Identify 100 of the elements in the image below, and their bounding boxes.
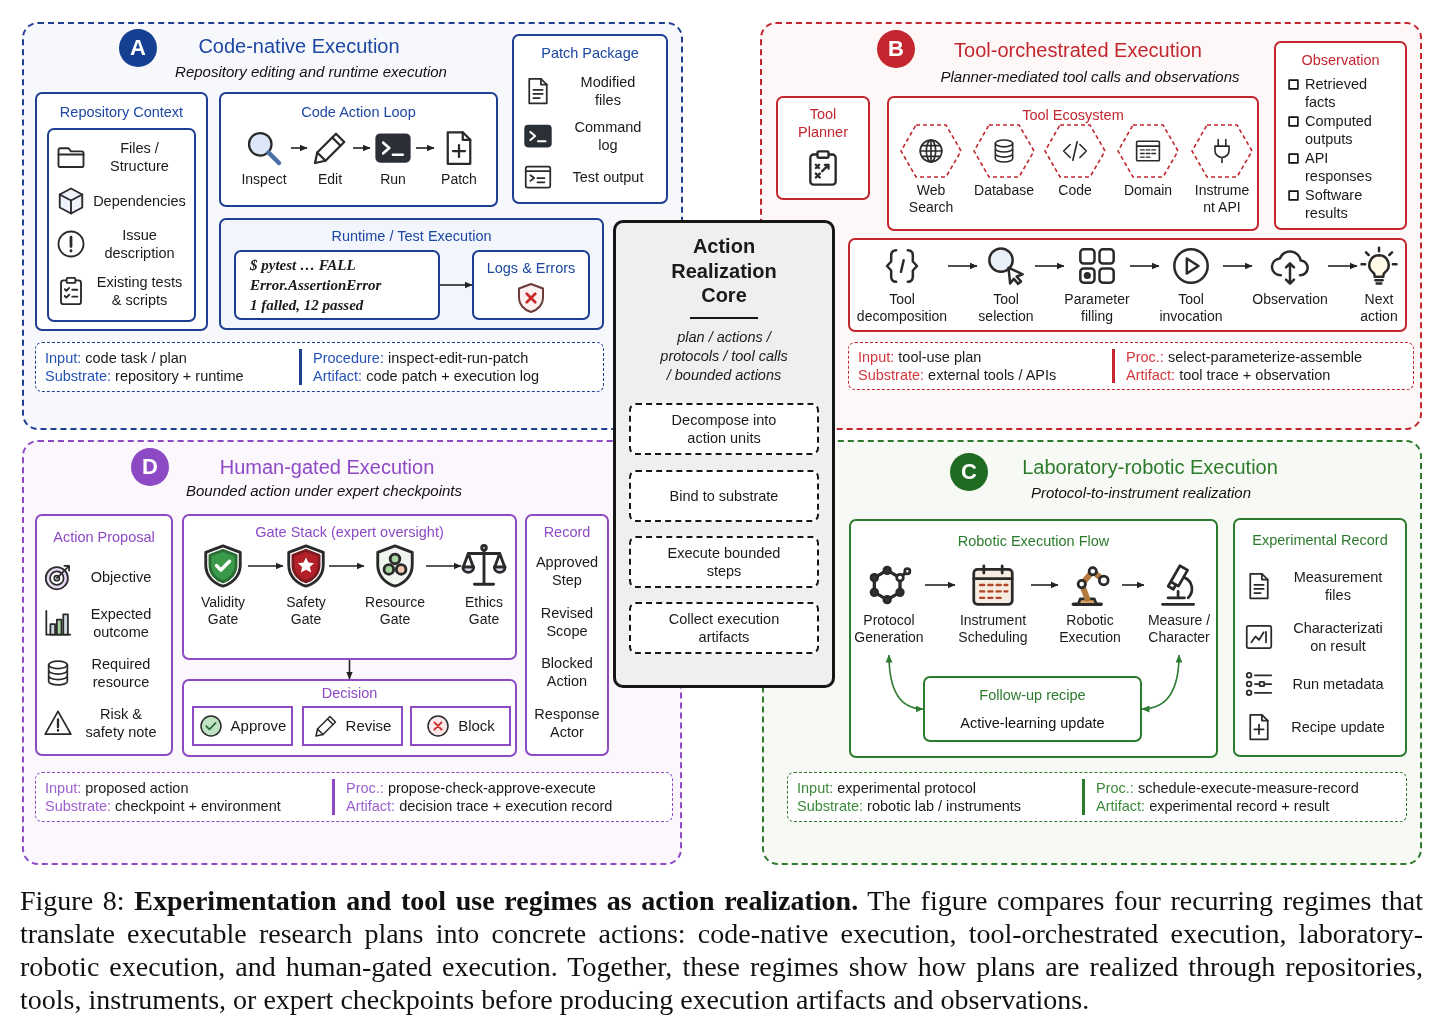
section-heading: Decision (321, 684, 378, 702)
arrow (328, 562, 365, 570)
arrow (415, 144, 435, 152)
summary-line: Proc.: select-parameterize-assemble (1126, 348, 1363, 366)
tool-label: Code (1058, 182, 1092, 199)
tool-label: Instrume nt API (1193, 182, 1251, 216)
step-label: Ethics Gate (463, 594, 505, 628)
summary-box (35, 772, 673, 822)
option-label: Revise (345, 717, 392, 735)
section-heading: Gate Stack (expert oversight) (255, 523, 444, 541)
arrow (1129, 262, 1160, 270)
core-subtitle: plan / actions / protocols / tool calls / bounded actions (659, 328, 789, 385)
list-item-label: Blocked Action (540, 654, 594, 691)
list-item-label: Objective (90, 568, 152, 586)
section-heading: Record (543, 523, 591, 541)
step-label: Robotic Execution (1058, 612, 1122, 646)
panel-subtitle: Bounded action under expert checkpoints (186, 482, 462, 500)
section-box (219, 92, 498, 207)
list-item-label: Modified files (579, 72, 637, 109)
section-heading: Runtime / Test Execution (331, 227, 492, 245)
list-item-label: Expected outcome (89, 605, 153, 641)
arrow (425, 562, 462, 570)
section-box (776, 96, 870, 200)
section-box (47, 128, 196, 322)
section-box (182, 679, 517, 757)
section-heading: Tool Planner (797, 105, 849, 141)
process-box: Bind to substrate (629, 470, 819, 522)
step-label: Tool selection (977, 291, 1035, 325)
section-heading: Experimental Record (1252, 531, 1388, 549)
list-item-label: Measurement files (1292, 567, 1384, 604)
section-heading: Observation (1301, 51, 1380, 69)
arrow (352, 144, 371, 152)
summary-line: Artifact: tool trace + observation (1126, 366, 1331, 384)
arrow (1034, 262, 1065, 270)
arrow (290, 144, 308, 152)
section-heading: Code Action Loop (301, 103, 416, 121)
box-text: Active-learning update (960, 714, 1105, 732)
step-label: Measure / Character (1146, 612, 1212, 646)
summary-line: Artifact: decision trace + execution record (346, 797, 613, 815)
step-label: Run (380, 171, 406, 188)
summary-line: Artifact: experimental record + result (1096, 797, 1330, 815)
list-item-label: Existing tests & scripts (95, 272, 184, 309)
summary-box (35, 342, 604, 392)
section-heading: Follow-up recipe (979, 686, 1086, 704)
list-item-label: Response Actor (533, 704, 601, 741)
arrow (924, 581, 956, 589)
section-box (849, 519, 1218, 758)
list-item-label: API responses (1305, 148, 1373, 185)
section-heading: Patch Package (541, 44, 639, 62)
step-label: Next action (1359, 291, 1399, 325)
summary-line: Artifact: code patch + execution log (313, 367, 540, 385)
panel-subtitle: Repository editing and runtime execution (175, 63, 447, 81)
step-label: Tool decomposition (856, 291, 948, 325)
list-item-label: Issue description (103, 226, 176, 263)
arrow (439, 281, 473, 289)
summary-line: Proc.: propose-check-approve-execute (346, 779, 596, 797)
step-label: Validity Gate (199, 594, 247, 628)
option-box (302, 706, 403, 746)
panel-title: Human-gated Execution (219, 455, 435, 479)
list-item-label: Revised Scope (539, 603, 595, 640)
list-item-label: Characterizati on result (1292, 618, 1384, 655)
option-label: Block (458, 717, 495, 735)
list-item-label: Files / Structure (109, 139, 170, 176)
summary-box (848, 342, 1414, 390)
option-label: Approve (230, 717, 287, 735)
list-item-label: Test output (572, 168, 644, 187)
section-box (219, 218, 604, 330)
panel-title: Code-native Execution (198, 34, 400, 58)
list-item-label: Risk & safety note (84, 705, 158, 741)
list-item-label: Command log (573, 118, 643, 154)
list-item-label: Dependencies (93, 191, 186, 210)
summary-line: Substrate: repository + runtime (45, 367, 244, 385)
arrow (1030, 581, 1059, 589)
terminal-box (234, 250, 440, 320)
arrow (346, 659, 353, 680)
step-label: Protocol Generation (853, 612, 925, 646)
section-box (182, 514, 517, 660)
list-item-label: Computed outputs (1305, 112, 1373, 149)
figure-caption: Figure 8: Experimentation and tool use regimes as action realization. The figure compares four recurring regimes that translate executable research plans into concrete actions: code-native execution, tool-orchestrated execution, laboratory-robotic execution, and human-gated execution. Together, these regimes show how plans are realized through repositories, tools, instruments, or expert checkpoints before producing execution artifacts and observations. (20, 884, 1423, 1016)
list-item-label: Approved Step (534, 553, 600, 590)
core-title: Action Realization Core (670, 234, 778, 308)
section-box (848, 238, 1407, 332)
list-item-label: Run metadata (1292, 675, 1384, 694)
step-label: Tool invocation (1159, 291, 1223, 325)
tool-label: Web Search (907, 182, 955, 216)
section-box (887, 96, 1259, 231)
step-label: Resource Gate (364, 594, 426, 628)
panel-title: Tool-orchestrated Execution (954, 38, 1202, 62)
section-box (472, 250, 590, 320)
step-label: Observation (1252, 291, 1328, 308)
section-badge: C (950, 453, 988, 491)
summary-line: Substrate: external tools / APIs (858, 366, 1057, 384)
summary-box (787, 772, 1407, 822)
summary-line: Input: experimental protocol (797, 779, 976, 797)
summary-line: Proc.: schedule-execute-measure-record (1096, 779, 1359, 797)
option-box (410, 706, 511, 746)
code-line: 1 falled, 12 passed (250, 296, 364, 315)
step-label: Parameter filling (1064, 291, 1130, 325)
section-box (512, 34, 668, 204)
section-heading: Tool Ecosystem (1022, 106, 1124, 124)
